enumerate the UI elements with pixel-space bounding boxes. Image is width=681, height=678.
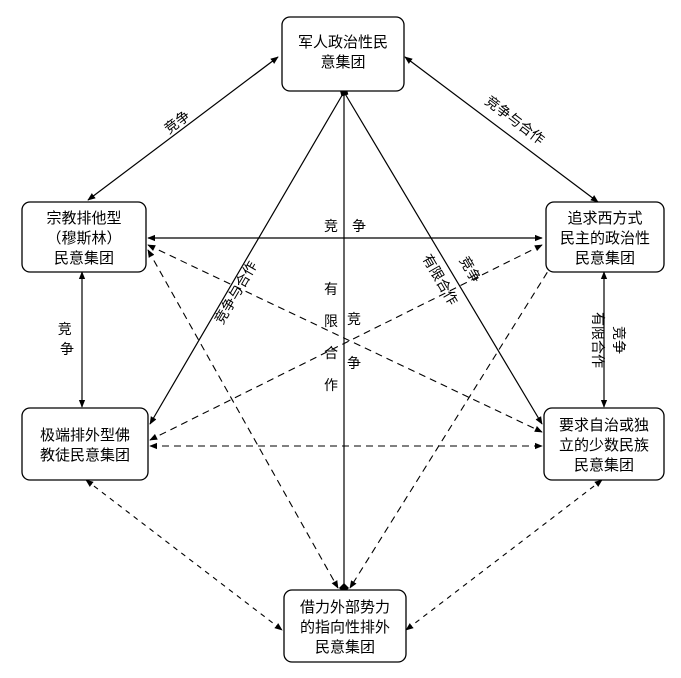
node-military-line-2: 意集团 (320, 53, 365, 71)
edge-muslim-minority (147, 244, 543, 433)
edge-western-buddhist (149, 244, 543, 441)
label-western-minority-b: 竞争 (610, 326, 627, 354)
node-minority-line-3: 民意集团 (574, 456, 634, 474)
edge-military-buddhist (149, 87, 349, 425)
node-foreign-line-3: 民意集团 (315, 638, 375, 656)
node-buddhist-line-1: 极端排外型佛 (40, 426, 130, 444)
label-western-minority-a: 有限合作 (589, 312, 605, 368)
label-muslim-buddhist: 竞 争 (58, 321, 76, 358)
node-muslim-line-2: （穆斯林） (46, 229, 121, 247)
label-muslim-western: 竞 争 (324, 218, 366, 235)
label-military-minority-b: 有限合作 (419, 252, 461, 308)
edge-minority-foreign (405, 479, 603, 631)
node-western-line-2: 民主的政治性 (560, 229, 650, 247)
node-foreign-line-2: 的指向性排外 (300, 618, 390, 636)
edge-military-minority (343, 91, 543, 425)
label-military-foreign-b: 竞争 (347, 311, 361, 372)
node-western-line-3: 民意集团 (575, 249, 635, 267)
edge-military-western (404, 56, 599, 203)
node-western-line-1: 追求西方式 (567, 209, 642, 227)
node-buddhist: 极端排外型佛 教徒民意集团 (21, 407, 149, 481)
node-foreign: 借力外部势力 的指向性排外 民意集团 (283, 589, 407, 663)
label-military-buddhist: 竞争与合作 (211, 258, 261, 327)
node-muslim-line-3: 民意集团 (54, 249, 114, 267)
edge-muslim-foreign (147, 249, 339, 589)
node-western: 追求西方式 民主的政治性 民意集团 (545, 201, 665, 273)
edge-buddhist-foreign (85, 479, 283, 631)
label-military-minority-a: 竞争 (456, 253, 485, 286)
node-minority: 要求自治或独 立的少数民族 民意集团 (543, 407, 665, 481)
node-buddhist-line-2: 教徒民意集团 (40, 446, 130, 464)
node-muslim: 宗教排他型 （穆斯林） 民意集团 (21, 201, 147, 273)
node-muslim-line-1: 宗教排他型 (46, 209, 121, 227)
node-minority-line-2: 立的少数民族 (559, 436, 649, 454)
label-muslim-buddhist-c2: 争 (60, 342, 74, 358)
edge-western-foreign (349, 251, 561, 589)
node-minority-line-1: 要求自治或独 (559, 416, 649, 434)
label-muslim-buddhist-c1: 竞 (58, 321, 72, 338)
node-military: 军人政治性民 意集团 (281, 16, 405, 92)
label-military-foreign-a: 有限合作 (324, 282, 338, 394)
node-military-line-1: 军人政治性民 (298, 33, 388, 51)
node-foreign-line-1: 借力外部势力 (300, 598, 390, 616)
